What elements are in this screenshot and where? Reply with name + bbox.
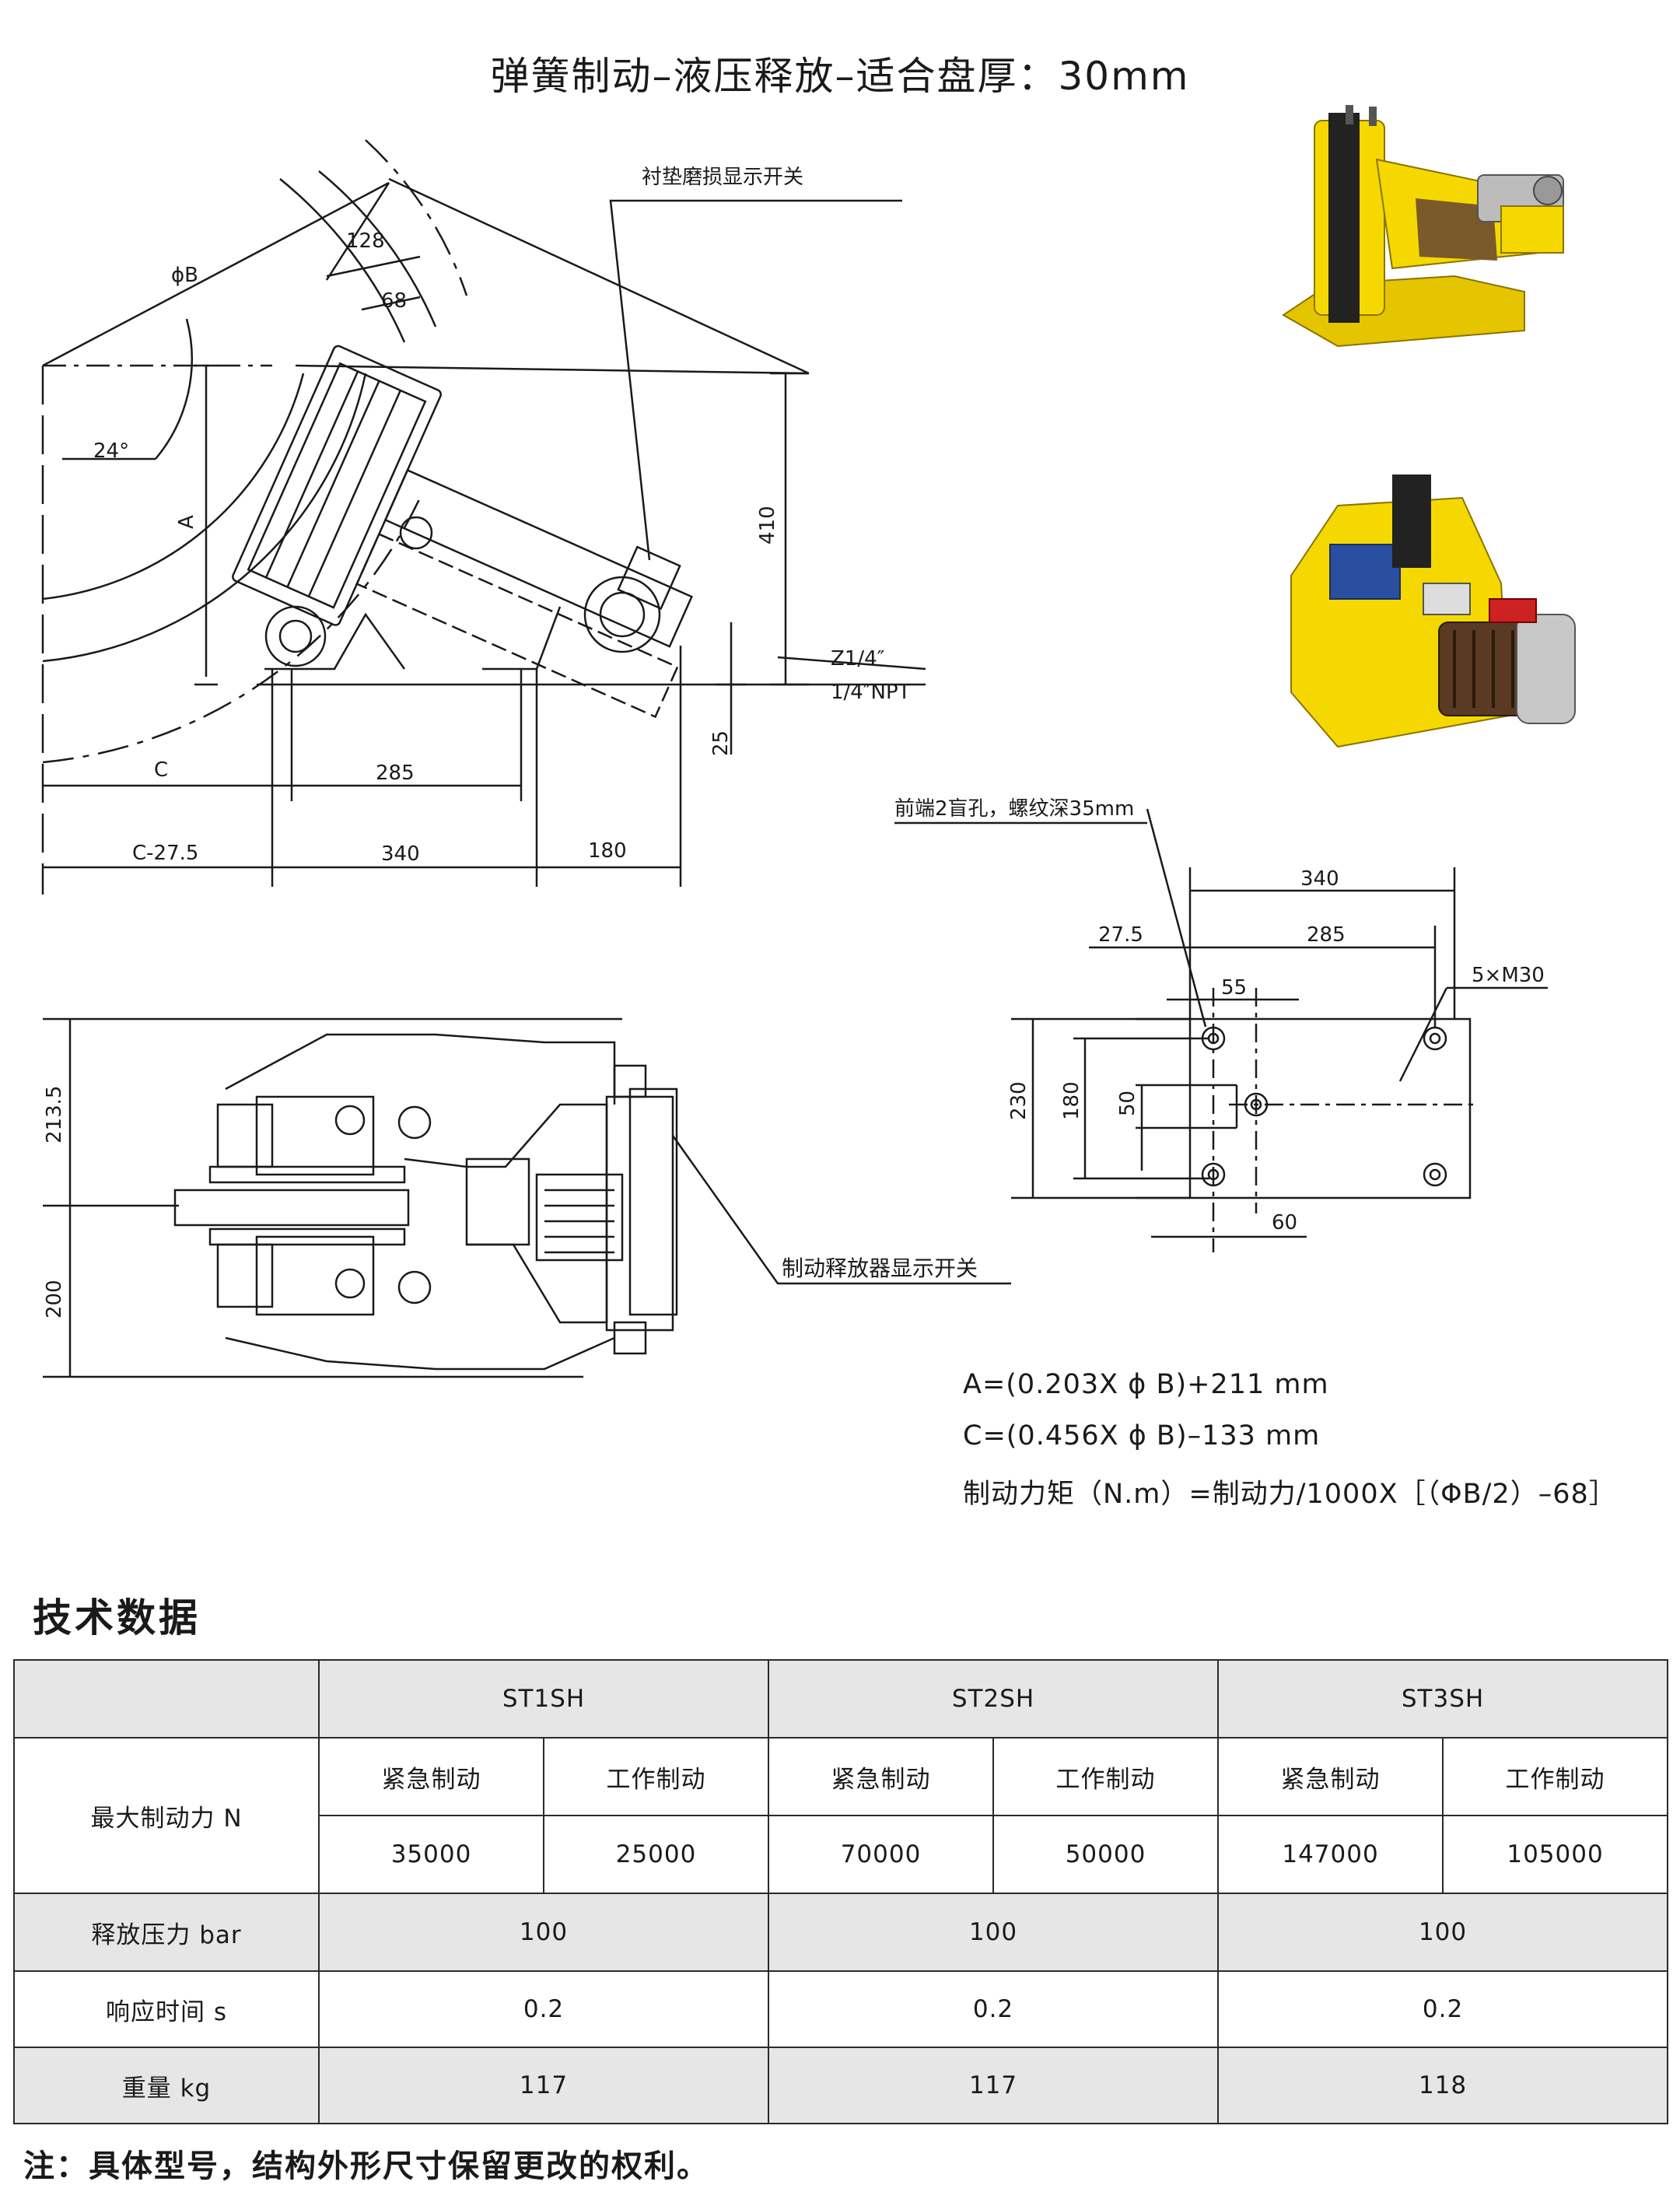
table-cell: 118 xyxy=(1217,2047,1669,2124)
model-header: ST2SH xyxy=(768,1659,1220,1739)
table-row: 最大制动力 N 紧急制动 工作制动 紧急制动 工作制动 紧急制动 工作制动 xyxy=(13,1737,1669,1894)
mount-dim-285: 285 xyxy=(1307,923,1346,947)
sub-header-emergency: 紧急制动 xyxy=(318,1737,544,1816)
table-row: 响应时间 s 0.2 0.2 0.2 xyxy=(13,1970,1669,2048)
table-row: ST1SH ST2SH ST3SH xyxy=(13,1659,1669,1739)
table-row: 重量 kg 117 117 118 xyxy=(13,2047,1669,2124)
table-cell: 117 xyxy=(768,2047,1220,2124)
dim-25: 25 xyxy=(709,730,733,756)
dim-c-27-5: C-27.5 xyxy=(132,842,198,865)
table-cell: 105000 xyxy=(1442,1815,1669,1894)
mount-dim-180: 180 xyxy=(1060,1081,1083,1120)
table-cell: 70000 xyxy=(768,1815,995,1894)
table-cell: 147000 xyxy=(1217,1815,1444,1894)
dim-angle-24: 24° xyxy=(93,439,129,463)
product-photo-bottom xyxy=(1290,474,1576,748)
dim-128: 128 xyxy=(346,229,385,253)
model-header: ST3SH xyxy=(1217,1659,1669,1739)
table-cell: 50000 xyxy=(992,1815,1220,1894)
table-cell: 100 xyxy=(768,1893,1220,1972)
table-row: 35000 25000 70000 50000 147000 105000 xyxy=(14,1815,1669,1894)
mount-dim-60: 60 xyxy=(1272,1211,1297,1234)
max-force-label: 最大制动力 N xyxy=(13,1737,320,1894)
sub-header-service: 工作制动 xyxy=(542,1737,770,1816)
model-header: ST1SH xyxy=(317,1659,770,1739)
table-cell: 0.2 xyxy=(1217,1970,1669,2048)
mount-dim-m30: 5×M30 xyxy=(1472,964,1545,987)
dim-410: 410 xyxy=(756,506,779,544)
footnote: 注：具体型号，结构外形尺寸保留更改的权利。 xyxy=(23,2148,709,2184)
mount-dim-55: 55 xyxy=(1221,976,1247,1000)
mount-dim-230: 230 xyxy=(1007,1081,1031,1120)
front-holes-label: 前端2盲孔，螺纹深35mm xyxy=(894,797,1134,821)
row-label: 重量 kg xyxy=(13,2047,320,2124)
dim-z14: Z1/4″ xyxy=(831,647,885,671)
table-cell: 117 xyxy=(317,2047,770,2124)
row-label: 释放压力 bar xyxy=(13,1893,320,1972)
product-photo-top xyxy=(1282,105,1564,348)
dim-180: 180 xyxy=(588,839,627,863)
dim-npt: 1/4″NPT xyxy=(831,681,911,704)
formula-torque: 制动力矩（N.m）=制动力/1000X［（ΦB/2）–68］ xyxy=(963,1479,1617,1510)
release-switch-label: 制动释放器显示开关 xyxy=(782,1255,978,1281)
mount-dim-27-5: 27.5 xyxy=(1098,923,1143,947)
table-cell: 35000 xyxy=(318,1815,544,1894)
table-corner-cell xyxy=(13,1659,320,1739)
formula-a: A=(0.203X ϕ B)+211 mm xyxy=(963,1369,1329,1400)
table-row: 释放压力 bar 100 100 100 xyxy=(13,1893,1669,1972)
dim-200: 200 xyxy=(43,1280,66,1318)
pad-wear-switch-label: 衬垫磨损显示开关 xyxy=(642,166,803,189)
spec-table: ST1SH ST2SH ST3SH 最大制动力 N 紧急制动 工作制动 紧急制动… xyxy=(13,1659,1669,2124)
formula-c: C=(0.456X ϕ B)–133 mm xyxy=(963,1420,1321,1451)
table-cell: 100 xyxy=(1217,1893,1669,1972)
dim-A: A xyxy=(175,515,198,529)
page-title: 弹簧制动–液压释放–适合盘厚：30mm xyxy=(490,54,1190,99)
sub-header-emergency: 紧急制动 xyxy=(1217,1737,1444,1816)
mount-dim-50: 50 xyxy=(1116,1091,1139,1116)
tech-data-heading: 技术数据 xyxy=(33,1595,201,1640)
row-label: 响应时间 s xyxy=(13,1970,320,2048)
side-view-drawing xyxy=(41,139,926,895)
mounting-plate-drawing xyxy=(894,808,1548,1252)
sub-header-service: 工作制动 xyxy=(1442,1737,1669,1816)
table-cell: 100 xyxy=(317,1893,770,1972)
dim-phiB: ϕB xyxy=(171,264,198,287)
sub-header-emergency: 紧急制动 xyxy=(768,1737,995,1816)
mount-dim-340: 340 xyxy=(1300,867,1339,891)
dim-68: 68 xyxy=(381,289,407,313)
table-cell: 0.2 xyxy=(317,1970,770,2048)
table-cell: 25000 xyxy=(542,1815,770,1894)
table-cell: 0.2 xyxy=(768,1970,1220,2048)
plan-view-drawing xyxy=(43,1017,1011,1378)
dim-340: 340 xyxy=(381,842,420,866)
dim-C: C xyxy=(154,758,168,782)
technical-drawings: 128 68 ϕB 24° A 410 Z1/4″ 1/4″NPT 25 C 2… xyxy=(41,139,1548,1378)
dim-213-5: 213.5 xyxy=(43,1086,66,1143)
sub-header-service: 工作制动 xyxy=(992,1737,1220,1816)
dim-285: 285 xyxy=(376,762,415,785)
